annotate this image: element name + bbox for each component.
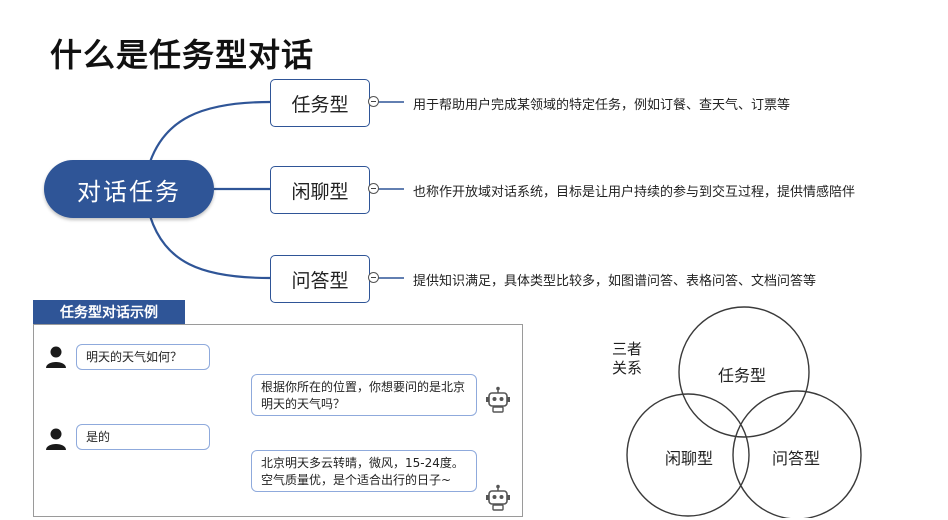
page-title: 什么是任务型对话 (50, 36, 315, 74)
example-section-label: 任务型对话示例 (33, 300, 185, 324)
user-message-bubble: 是的 (76, 424, 210, 450)
venn-caption: 三者 关系 (612, 340, 652, 378)
bot-message-bubble: 根据你所在的位置，你想要问的是北京明天的天气吗？ (251, 374, 477, 416)
mindmap-node-task: 任务型 (270, 79, 370, 127)
mindmap-node-qa: 问答型 (270, 255, 370, 303)
mindmap-center-node: 对话任务 (44, 160, 214, 218)
venn-circle-qa (732, 390, 862, 518)
collapse-minus-icon[interactable] (368, 96, 379, 107)
collapse-minus-icon[interactable] (368, 183, 379, 194)
user-message-bubble: 明天的天气如何？ (76, 344, 210, 370)
venn-label-qa: 问答型 (772, 449, 821, 468)
user-icon (46, 428, 66, 450)
robot-icon (486, 484, 510, 511)
mindmap-node-chitchat: 闲聊型 (270, 166, 370, 214)
bot-message-bubble: 北京明天多云转晴，微风，15-24度。空气质量优，是个适合出行的日子~ (251, 450, 477, 492)
venn-label-task: 任务型 (718, 366, 767, 385)
venn-diagram (626, 306, 862, 518)
user-icon (46, 346, 66, 368)
branch-description-task: 用于帮助用户完成某领域的特定任务，例如订餐、查天气、订票等 (413, 98, 791, 113)
branch-description-chitchat: 也称作开放域对话系统，目标是让用户持续的参与到交互过程，提供情感陪伴 (413, 185, 856, 200)
venn-label-chitchat: 闲聊型 (665, 449, 714, 468)
branch-description-qa: 提供知识满足，具体类型比较多，如图谱问答、表格问答、文档问答等 (413, 274, 817, 289)
venn-caption-line2: 关系 (612, 359, 643, 377)
venn-circle-chitchat (626, 393, 750, 517)
venn-circle-task (678, 306, 810, 438)
robot-icon (486, 386, 510, 413)
collapse-minus-icon[interactable] (368, 272, 379, 283)
venn-caption-line1: 三者 (612, 340, 643, 358)
